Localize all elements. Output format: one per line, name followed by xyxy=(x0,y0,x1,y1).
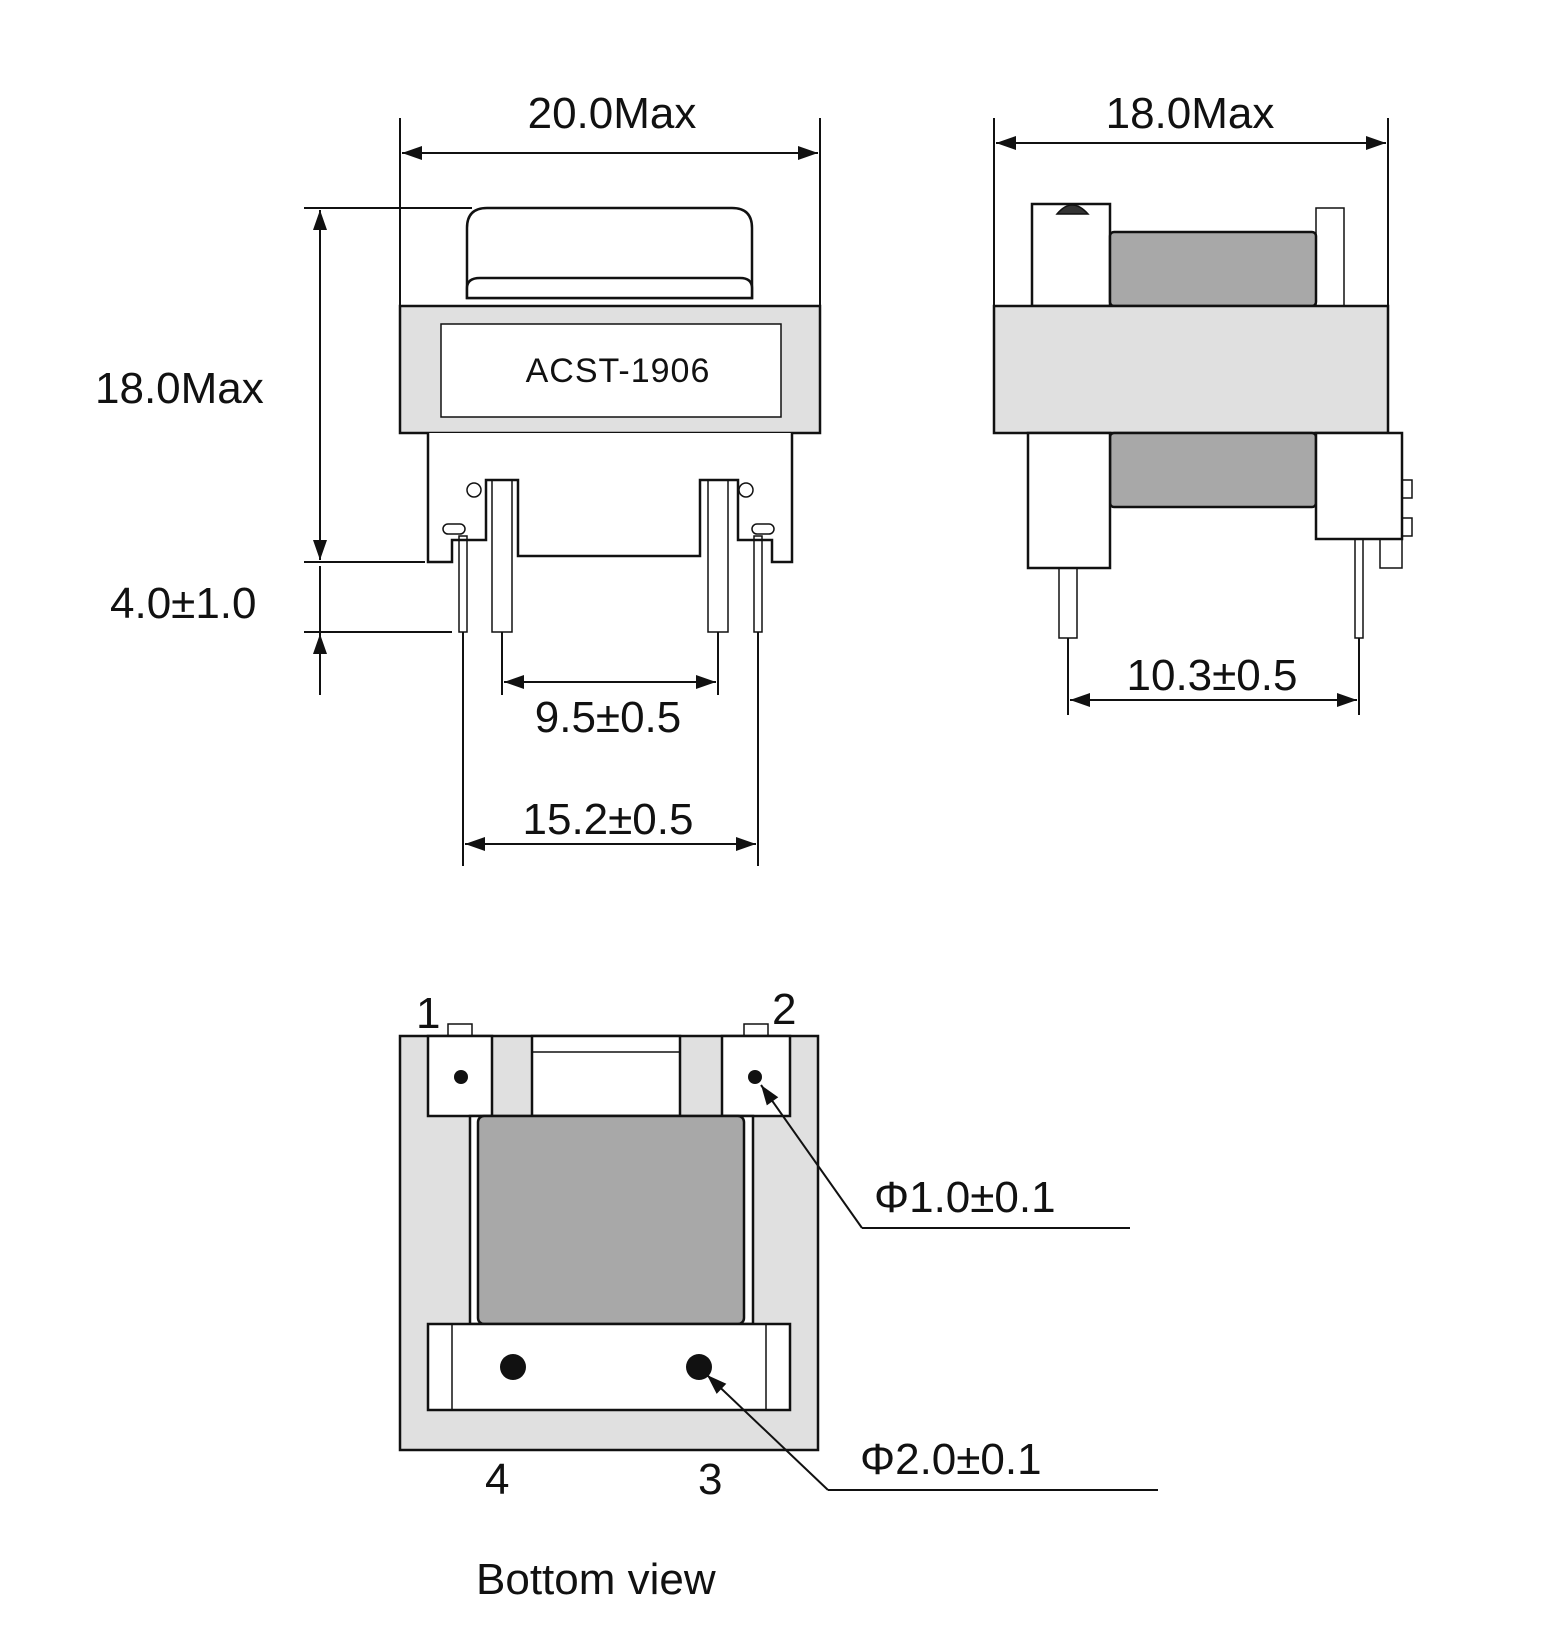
large-hole-dim: Φ2.0±0.1 xyxy=(860,1435,1042,1484)
front-pin-inner-right xyxy=(707,479,729,633)
part-number-label: ACST-1906 xyxy=(526,352,711,390)
side-core-band xyxy=(992,304,1390,435)
side-pin-left xyxy=(1058,567,1078,639)
pin-4-label: 4 xyxy=(485,1455,509,1504)
pin-3-label: 3 xyxy=(698,1455,722,1504)
front-pin-outer-left xyxy=(458,535,468,633)
hole-pin1 xyxy=(454,1070,468,1084)
side-view: 18.0Max 10.3±0.5 xyxy=(992,89,1413,715)
front-winding-top xyxy=(465,206,754,300)
front-view: ACST-1906 20.0Max 18.0Max 4.0±1.0 9.5±0. xyxy=(95,89,822,866)
side-depth-dim: 18.0Max xyxy=(1106,89,1275,138)
pin-length-dim: 4.0±1.0 xyxy=(110,579,256,628)
label-plate xyxy=(440,323,782,418)
pin-1-label: 1 xyxy=(416,989,440,1038)
bottom-view-caption: Bottom view xyxy=(476,1555,716,1604)
pin-2-label: 2 xyxy=(772,985,796,1034)
bottom-view: 1 2 4 3 Φ1.0±0.1 Φ2.0±0.1 Bottom view xyxy=(398,985,1158,1604)
hole-pin3 xyxy=(686,1354,712,1380)
small-hole-dim: Φ1.0±0.1 xyxy=(874,1173,1056,1222)
side-core-lower xyxy=(1108,431,1318,509)
bottom-core xyxy=(476,1114,746,1326)
front-width-dim: 20.0Max xyxy=(528,89,697,138)
side-core-upper xyxy=(1108,230,1318,308)
front-pin-outer-right xyxy=(753,535,763,633)
hole-pin2 xyxy=(748,1070,762,1084)
front-pin-inner-left xyxy=(491,479,513,633)
hole-pin4 xyxy=(500,1354,526,1380)
side-pin-pitch-dim: 10.3±0.5 xyxy=(1127,651,1298,700)
side-pin-right xyxy=(1354,538,1364,639)
front-bobbin-base xyxy=(426,433,794,564)
outer-pin-pitch-dim: 15.2±0.5 xyxy=(523,795,694,844)
bottom-bobbin xyxy=(426,1322,792,1412)
inner-pin-pitch-dim: 9.5±0.5 xyxy=(535,693,681,742)
front-height-dim: 18.0Max xyxy=(95,364,264,413)
